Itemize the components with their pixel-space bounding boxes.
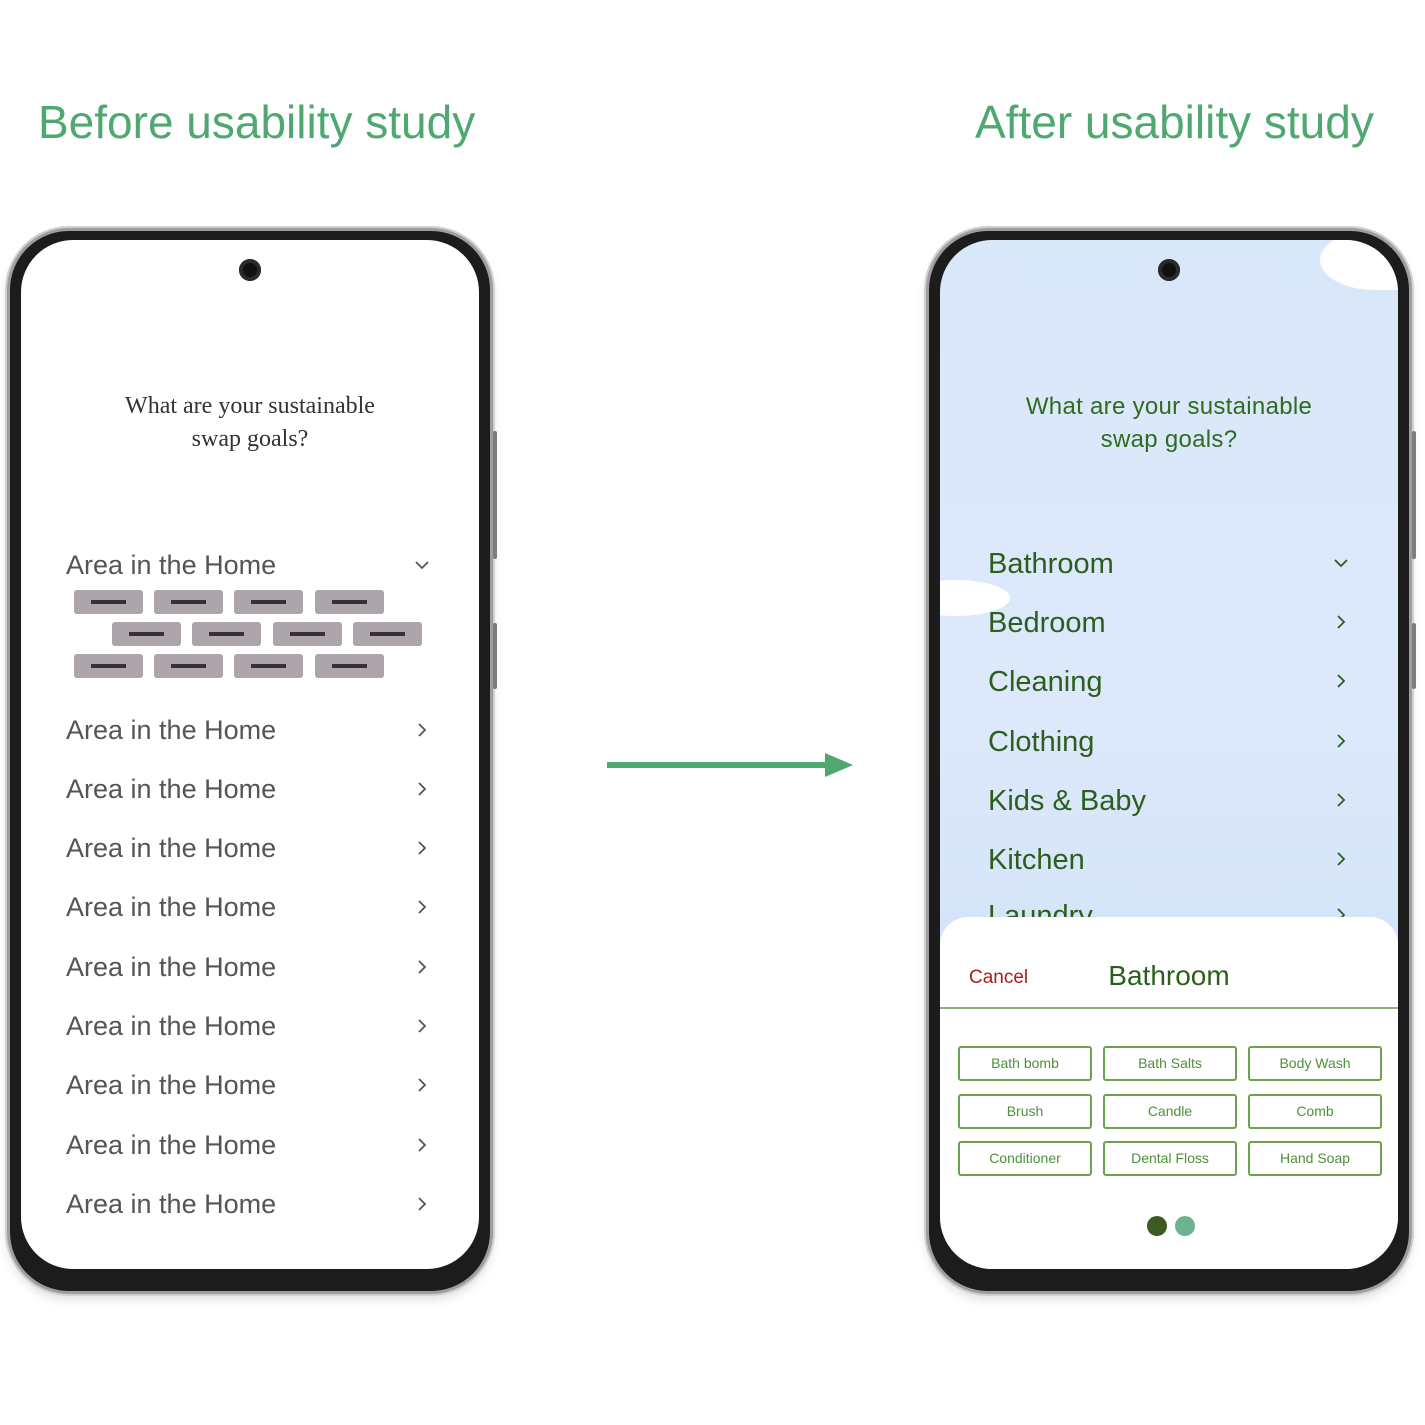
- area-label: Area in the Home: [66, 550, 277, 580]
- cloud-decoration: [1320, 240, 1398, 290]
- placeholder-tag[interactable]: [234, 654, 303, 678]
- area-label: Area in the Home: [66, 1189, 277, 1219]
- before-area-row[interactable]: Area in the Home: [66, 1070, 429, 1110]
- question-line: swap goals?: [191, 426, 309, 452]
- question-line: What are your sustainable: [1025, 393, 1313, 420]
- chevron-down-icon: [1334, 559, 1348, 568]
- cancel-button[interactable]: Cancel: [969, 967, 1029, 988]
- power-button: [493, 623, 497, 689]
- camera-icon: [239, 259, 261, 281]
- item-chip[interactable]: Brush: [958, 1094, 1092, 1129]
- placeholder-tag[interactable]: [74, 590, 143, 614]
- area-label: Area in the Home: [66, 952, 277, 982]
- bottom-sheet: Cancel Bathroom Bath bomb Bath Salts Bod…: [940, 917, 1398, 1269]
- chevron-right-icon: [418, 960, 427, 974]
- chevron-right-icon: [418, 723, 427, 737]
- before-area-row[interactable]: Area in the Home: [66, 1130, 429, 1170]
- before-area-row[interactable]: Area in the Home: [66, 833, 429, 873]
- item-chip[interactable]: Candle: [1103, 1094, 1237, 1129]
- question-line: What are your sustainable: [125, 393, 375, 419]
- item-chip[interactable]: Bath bomb: [958, 1046, 1092, 1081]
- chevron-right-icon: [418, 1138, 427, 1152]
- area-label: Area in the Home: [66, 715, 277, 745]
- category-label: Kitchen: [988, 844, 1085, 876]
- before-phone-mockup: What are your sustainable swap goals? Ar…: [7, 228, 497, 1294]
- before-area-row[interactable]: Area in the Home: [66, 715, 429, 755]
- category-row-kids-baby[interactable]: Kids & Baby: [988, 785, 1348, 825]
- chevron-right-icon: [418, 1019, 427, 1033]
- area-label: Area in the Home: [66, 774, 277, 804]
- placeholder-tag[interactable]: [112, 622, 181, 646]
- volume-button: [1412, 431, 1416, 559]
- after-heading: After usability study: [975, 96, 1374, 148]
- category-row-bathroom[interactable]: Bathroom: [988, 548, 1348, 588]
- camera-icon: [1158, 259, 1180, 281]
- question-line: swap goals?: [1100, 426, 1238, 453]
- after-phone-mockup: What are your sustainable swap goals? Ba…: [926, 228, 1416, 1294]
- chevron-right-icon: [1337, 674, 1346, 688]
- placeholder-tag[interactable]: [315, 654, 384, 678]
- area-label: Area in the Home: [66, 1130, 277, 1160]
- item-chip[interactable]: Comb: [1248, 1094, 1382, 1129]
- before-heading: Before usability study: [38, 96, 476, 148]
- before-area-row[interactable]: Area in the Home: [66, 1011, 429, 1051]
- volume-button: [493, 431, 497, 559]
- before-area-row[interactable]: Area in the Home: [66, 952, 429, 992]
- right-arrow-icon: [607, 753, 853, 777]
- category-row-kitchen[interactable]: Kitchen: [988, 844, 1348, 884]
- item-chip[interactable]: Body Wash: [1248, 1046, 1382, 1081]
- item-chip[interactable]: Conditioner: [958, 1141, 1092, 1176]
- category-row-bedroom[interactable]: Bedroom: [988, 607, 1348, 647]
- chevron-right-icon: [418, 900, 427, 914]
- chevron-right-icon: [1337, 734, 1346, 748]
- category-row-cleaning[interactable]: Cleaning: [988, 666, 1348, 706]
- sheet-divider: [940, 1007, 1398, 1009]
- chevron-right-icon: [1337, 852, 1346, 866]
- placeholder-tag[interactable]: [353, 622, 422, 646]
- category-label: Cleaning: [988, 666, 1103, 698]
- placeholder-tag[interactable]: [315, 590, 384, 614]
- before-area-row-expanded[interactable]: Area in the Home: [66, 550, 429, 590]
- item-chip[interactable]: Bath Salts: [1103, 1046, 1237, 1081]
- page-dot-active[interactable]: [1147, 1216, 1167, 1236]
- item-chip[interactable]: Hand Soap: [1248, 1141, 1382, 1176]
- item-chip[interactable]: Dental Floss: [1103, 1141, 1237, 1176]
- chevron-right-icon: [418, 841, 427, 855]
- chevron-right-icon: [418, 1078, 427, 1092]
- area-label: Area in the Home: [66, 1011, 277, 1041]
- category-label: Kids & Baby: [988, 785, 1146, 817]
- area-label: Area in the Home: [66, 1070, 277, 1100]
- placeholder-tag[interactable]: [192, 622, 261, 646]
- before-area-row[interactable]: Area in the Home: [66, 892, 429, 932]
- chevron-right-icon: [418, 782, 427, 796]
- area-label: Area in the Home: [66, 892, 277, 922]
- category-label: Bathroom: [988, 548, 1114, 580]
- before-screen: What are your sustainable swap goals? Ar…: [21, 240, 479, 1269]
- category-row-clothing[interactable]: Clothing: [988, 726, 1348, 766]
- placeholder-tag[interactable]: [154, 590, 223, 614]
- after-screen: What are your sustainable swap goals? Ba…: [940, 240, 1398, 1269]
- category-label: Bedroom: [988, 607, 1106, 639]
- after-question: What are your sustainable swap goals?: [940, 390, 1398, 456]
- category-label: Clothing: [988, 726, 1095, 758]
- sheet-title: Bathroom: [1108, 960, 1230, 991]
- page-dot[interactable]: [1175, 1216, 1195, 1236]
- power-button: [1412, 623, 1416, 689]
- chevron-down-icon: [415, 561, 429, 570]
- placeholder-tag[interactable]: [74, 654, 143, 678]
- before-area-row[interactable]: Area in the Home: [66, 774, 429, 814]
- before-area-row[interactable]: Area in the Home: [66, 1189, 429, 1229]
- placeholder-tag[interactable]: [234, 590, 303, 614]
- area-label: Area in the Home: [66, 833, 277, 863]
- chevron-right-icon: [418, 1197, 427, 1211]
- chevron-right-icon: [1337, 615, 1346, 629]
- before-question: What are your sustainable swap goals?: [21, 390, 479, 456]
- placeholder-tag[interactable]: [273, 622, 342, 646]
- chevron-right-icon: [1337, 793, 1346, 807]
- placeholder-tag[interactable]: [154, 654, 223, 678]
